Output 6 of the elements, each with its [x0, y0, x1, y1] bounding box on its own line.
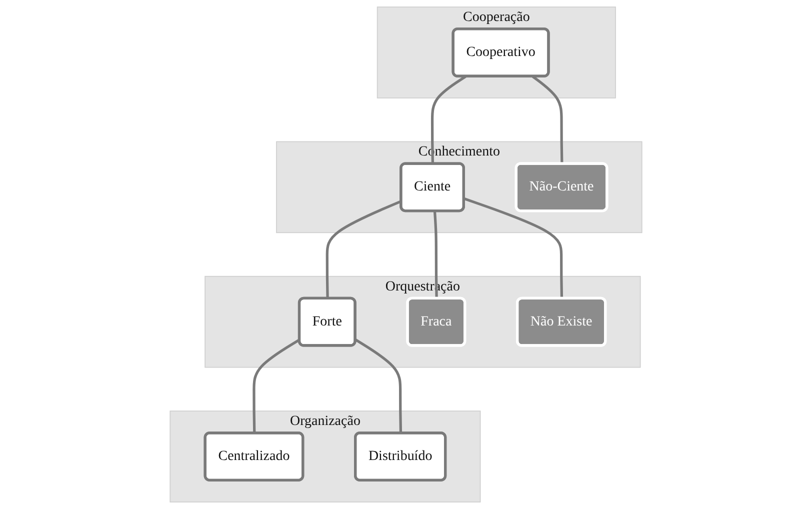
- connector: [354, 338, 402, 434]
- connector: [433, 211, 438, 299]
- connector: [430, 75, 466, 164]
- connector: [532, 75, 564, 164]
- connector: [464, 197, 564, 299]
- connector: [252, 338, 300, 434]
